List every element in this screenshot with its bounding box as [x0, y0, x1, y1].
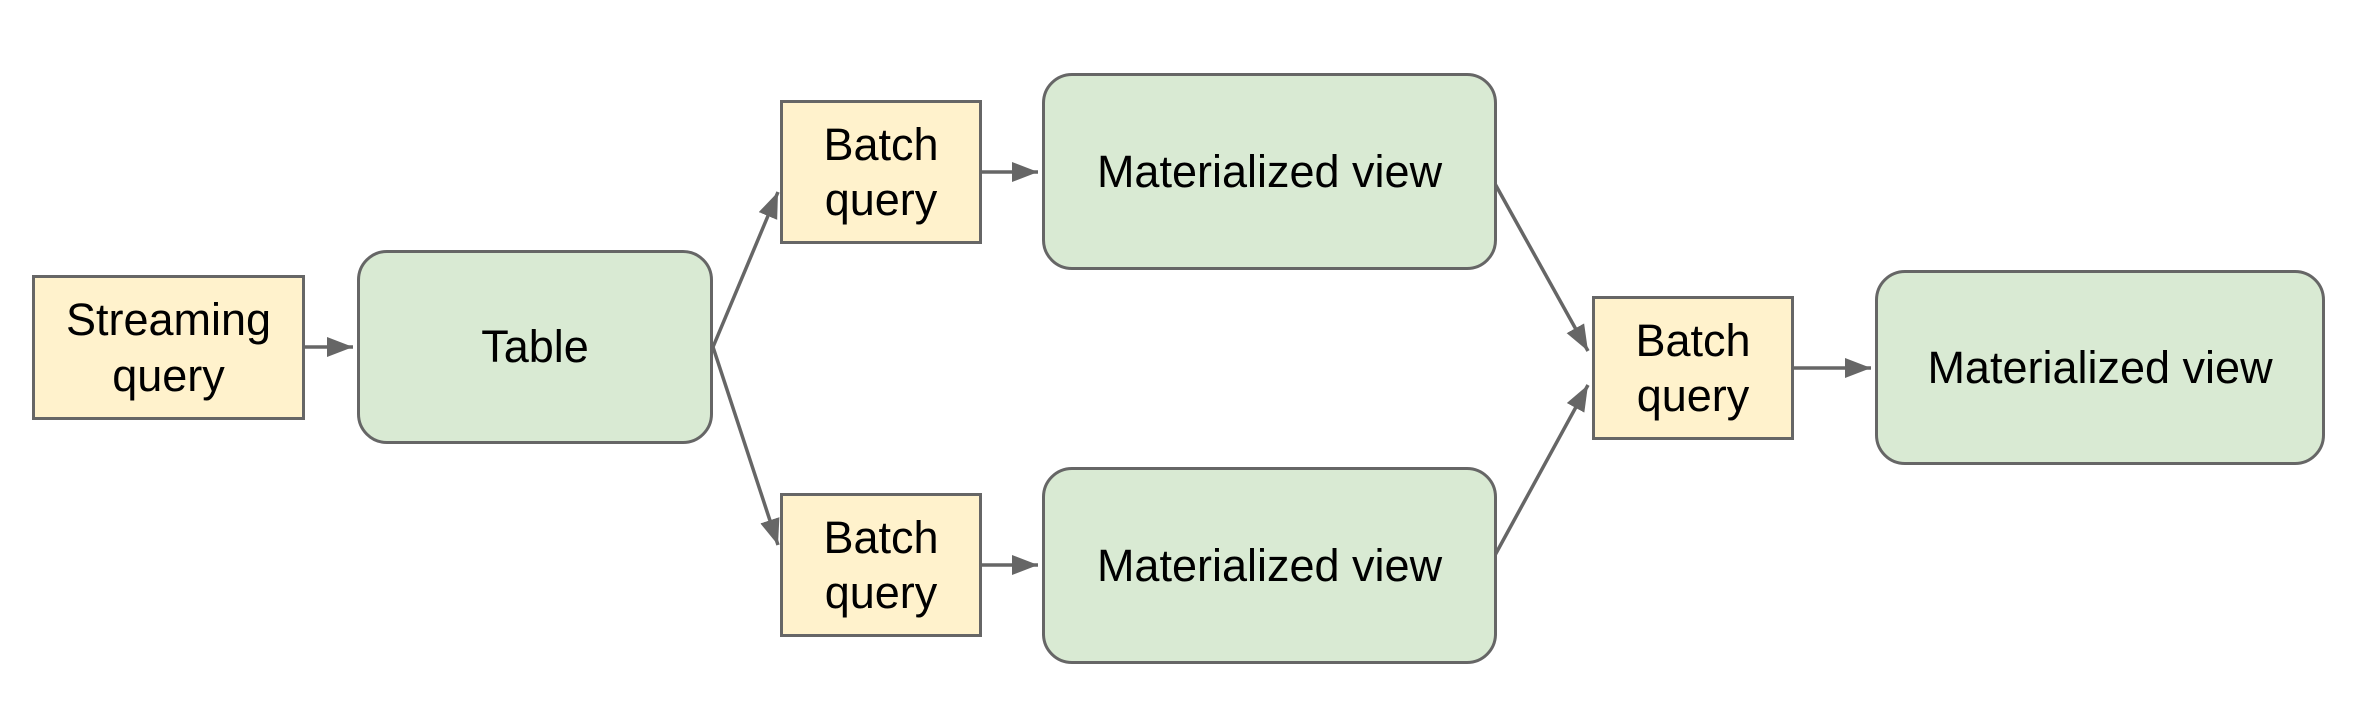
- node-table-label: Table: [481, 321, 589, 373]
- node-batch-query-top-label: Batch query: [823, 118, 939, 225]
- node-materialized-view-bottom: Materialized view: [1042, 467, 1497, 664]
- arrow-mv-top-to-batch-query-final: [1492, 181, 1590, 352]
- node-materialized-view-final-label: Materialized view: [1927, 341, 2273, 393]
- arrow-table-to-batch-query-bottom: [711, 346, 780, 546]
- node-batch-query-bottom: Batch query: [780, 493, 982, 637]
- node-streaming-query: Streaming query: [32, 275, 305, 420]
- node-materialized-view-top-label: Materialized view: [1096, 145, 1443, 197]
- arrow-mv-bottom-to-batch-query-final: [1492, 384, 1590, 558]
- node-batch-query-final: Batch query: [1592, 296, 1794, 440]
- node-materialized-view-final: Materialized view: [1875, 270, 2325, 465]
- node-batch-query-bottom-label: Batch query: [823, 511, 939, 618]
- node-materialized-view-top: Materialized view: [1042, 73, 1497, 270]
- node-table: Table: [357, 250, 713, 444]
- node-batch-query-top: Batch query: [780, 100, 982, 244]
- node-batch-query-final-label: Batch query: [1635, 314, 1751, 421]
- arrow-table-to-batch-query-top: [711, 191, 780, 348]
- node-streaming-query-label: Streaming query: [65, 294, 272, 401]
- node-materialized-view-bottom-label: Materialized view: [1096, 539, 1443, 591]
